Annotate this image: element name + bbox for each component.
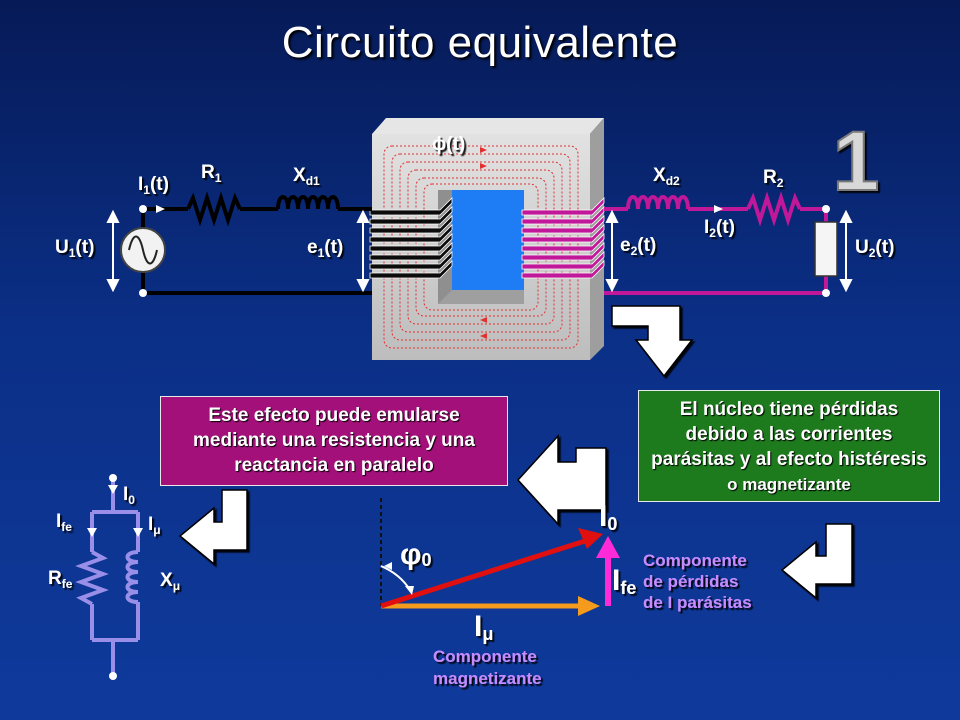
callout-core-losses-small: o magnetizante [727,475,851,494]
bent-arrow-left-icon [780,523,853,600]
imu-vector-head [578,596,600,616]
branch-xmu-label: Xμ [160,570,180,593]
phi0-label: φ0 [400,538,431,571]
xd1-label: Xd1 [293,165,320,188]
ac-source-icon [120,227,166,273]
callout-core-losses: El núcleo tiene pérdidas debido a las co… [638,390,940,502]
secondary-winding [521,197,605,279]
callout-core-losses-text: El núcleo tiene pérdidas debido a las co… [651,399,927,470]
bent-arrow-down-icon [611,305,694,378]
i1-label: I1(t) [138,174,169,197]
branch-imu-label: Iμ [148,514,161,537]
i0-vector-head [578,528,603,549]
phasor-diagram [380,498,620,616]
branch-i0-label: I0 [123,484,135,507]
current-arrow-i2 [714,205,723,213]
u1-label: U1(t) [55,237,94,260]
branch-rfe-label: Rfe [48,568,73,591]
bent-arrow-left-icon [178,489,248,566]
e2-label: e2(t) [620,235,656,258]
angle-arc-tail [384,562,392,570]
slide-title: Circuito equivalente [281,18,679,67]
load-resistor [814,221,838,277]
terminal-dot [822,289,830,297]
r2-label: R2 [763,167,784,190]
phasor-imu-label: Iμ [474,610,493,644]
primary-winding [369,197,453,279]
u2-label: U2(t) [855,237,894,260]
magnet-label-line1: Componente [433,647,537,666]
terminal-dot [139,205,147,213]
losses-label-line1: Componente [643,551,747,570]
terminal-dot [822,205,830,213]
phasor-ife-label: Ife [612,564,636,598]
flux-label: ϕ(t) [432,134,465,155]
current-arrow-i0 [108,485,118,494]
terminal-dot [109,672,117,680]
current-arrow-ife [87,528,97,537]
voltage-arrows [106,209,853,293]
parallel-branch [75,478,140,676]
ife-vector-head [596,536,620,558]
xd2-label: Xd2 [653,165,680,188]
terminal-dot [109,474,117,482]
bent-arrow-left-icon [516,434,607,526]
callout-parallel-model: Este efecto puede emularse mediante una … [160,396,508,486]
i0-vector [380,538,586,609]
terminal-dot [139,289,147,297]
primary-circuit [141,191,372,295]
e1-label: e1(t) [307,237,343,260]
losses-label-line2: de pérdidas [643,572,738,591]
phasor-i0-label: I0 [599,500,617,534]
magnet-label-line2: magnetizante [433,669,542,688]
angle-arc-head [405,586,414,595]
slide-number: 1 [833,114,880,208]
i2-label: I2(t) [704,217,735,240]
r1-label: R1 [201,162,222,185]
current-arrow-imu [133,528,143,537]
losses-label-line3: de I parásitas [643,593,752,612]
branch-ife-label: Ife [56,511,72,534]
current-arrow-i1 [156,205,165,213]
